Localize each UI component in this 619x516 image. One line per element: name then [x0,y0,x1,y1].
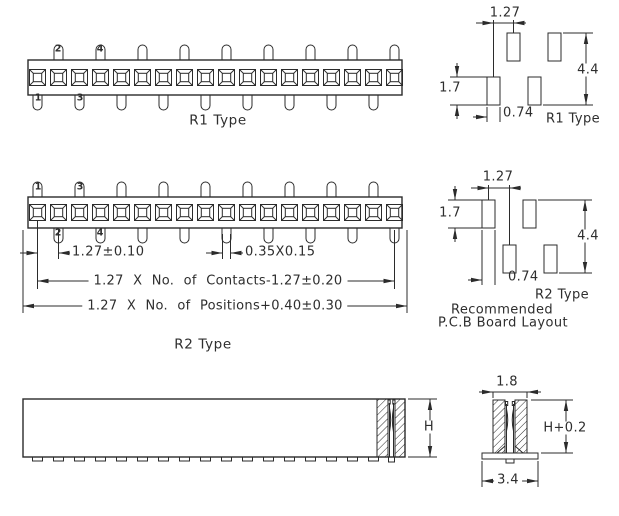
r1-layout-dim-row-span: 4.4 [574,63,602,77]
pcb-note-line1: Recommended [450,302,554,318]
r1-pin-label-4: 4 [96,43,104,55]
r2-dim-positions-span: 1.27 X No. of Positions+0.40±0.30 [82,299,348,313]
r2-layout-dim-pad-width: 0.74 [508,269,539,285]
r2-layout-dim-pad-height: 1.7 [439,205,461,221]
r1-pin-label-3: 3 [76,92,84,104]
section-dim-bottom-width: 3.4 [494,473,522,487]
r2-dim-pin-size: 0.35X0.15 [245,244,316,260]
r1-pin-label-1: 1 [34,92,42,104]
r2-pin-label-1: 1 [34,181,42,193]
r2-pin-label-4: 4 [96,227,104,239]
section-dim-top-width: 1.8 [496,374,518,390]
r1-pin-label-2: 2 [54,43,62,55]
r1-layout-dim-pitch: 1.27 [489,5,521,21]
side-dim-height: H [420,420,438,434]
r2-dim-contacts-span: 1.27 X No. of Contacts-1.27±0.20 [88,274,348,288]
r2-pin-label-2: 2 [54,227,62,239]
r2-pin-label-3: 3 [76,181,84,193]
section-dim-height: H+0.2 [540,421,590,435]
r2-layout-dim-row-span: 4.4 [574,229,602,243]
r1-layout-caption: R1 Type [545,111,601,127]
r1-layout-dim-pad-height: 1.7 [439,80,461,96]
r2-layout-caption: R2 Type [534,287,590,303]
r1-layout-dim-pad-width: 0.74 [503,105,534,121]
r2-dim-pitch: 1.27±0.10 [72,244,145,260]
r2-layout-dim-pitch: 1.27 [482,169,514,185]
r2-front-caption: R2 Type [174,336,232,353]
r1-front-caption: R1 Type [189,112,247,129]
pcb-note-line2: P.C.B Board Layout [438,315,568,331]
